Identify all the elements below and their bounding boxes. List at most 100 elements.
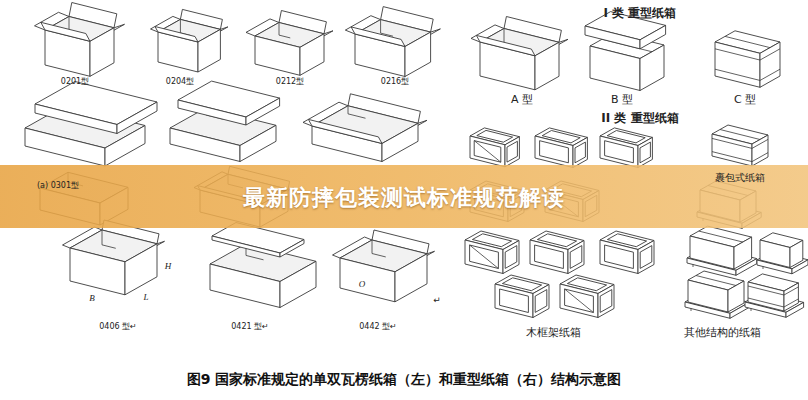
box-edge — [715, 49, 760, 60]
box-edge — [696, 276, 736, 286]
box-outline — [502, 278, 541, 291]
box-outline — [505, 137, 519, 167]
box-outline — [590, 46, 640, 91]
box-outline — [567, 278, 606, 291]
figure-label: I 类 重型纸箱 — [604, 7, 677, 21]
box-edge — [712, 152, 752, 162]
dimension-letter: L — [143, 292, 148, 302]
box-edge — [372, 254, 386, 257]
box-outline — [340, 258, 395, 302]
box-outline — [715, 42, 760, 87]
box-outline — [280, 261, 316, 307]
box-edge — [180, 19, 181, 33]
box-outline — [712, 134, 752, 166]
dimension-letter: B — [89, 293, 95, 303]
figure-label: 0406 型↵ — [99, 322, 137, 331]
box-outline — [605, 245, 634, 269]
figure-label: 0216型 — [381, 77, 409, 86]
box-outline — [474, 141, 501, 163]
dimension-letter: H — [165, 261, 172, 271]
box-outline — [607, 131, 645, 143]
box-outline — [600, 136, 638, 168]
figure-label: 0204型 — [166, 77, 194, 86]
box-outline — [598, 285, 614, 318]
box-edge — [474, 141, 501, 163]
box-edge — [720, 130, 760, 140]
box-edge — [693, 265, 694, 268]
box-outline — [500, 289, 529, 313]
box-outline — [495, 284, 533, 318]
box-edge — [748, 286, 784, 295]
box-edge — [380, 20, 381, 33]
box-outline — [537, 234, 576, 247]
box-edge — [279, 35, 290, 38]
box-outline — [198, 29, 220, 72]
box-outline — [585, 26, 640, 49]
box-edge — [715, 69, 760, 80]
box-outline — [533, 285, 549, 318]
box-edge — [751, 309, 752, 312]
box-outline — [600, 290, 612, 313]
box-edge — [348, 106, 349, 114]
box-outline — [560, 284, 598, 318]
figure-label: II 类 重型纸箱 — [601, 112, 678, 126]
box-edge — [760, 49, 780, 60]
box-outline — [752, 135, 768, 166]
box-edge — [752, 139, 768, 148]
box-outline — [170, 128, 240, 162]
figure-label: 其他结构的纸箱 — [684, 327, 761, 340]
figure-label: 0442 型↵ — [359, 322, 397, 331]
box-outline — [465, 240, 503, 274]
box-outline — [530, 240, 568, 274]
box-edge — [725, 36, 770, 47]
box-outline — [155, 27, 198, 43]
box-outline — [246, 98, 280, 125]
figure-label: 裹包式纸箱 — [715, 172, 765, 184]
box-outline — [573, 137, 587, 167]
box-edge — [102, 245, 116, 248]
box-outline — [640, 142, 650, 163]
box-outline — [607, 234, 646, 247]
dimension-letter: O — [359, 279, 366, 289]
box-outline — [760, 42, 780, 87]
box-edge — [760, 69, 780, 80]
box-outline — [178, 100, 246, 125]
box-edge — [712, 138, 752, 148]
box-outline — [790, 240, 803, 267]
box-outline — [748, 282, 784, 311]
box-outline — [308, 119, 382, 143]
box-outline — [600, 240, 638, 274]
box-outline — [470, 136, 505, 167]
box-outline — [240, 125, 276, 161]
box-outline — [125, 244, 157, 295]
box-edge — [279, 23, 280, 36]
box-outline — [728, 281, 744, 312]
box-outline — [503, 241, 519, 274]
figure-label: B 型 — [611, 94, 633, 107]
box-outline — [25, 128, 105, 166]
box-outline — [505, 246, 517, 269]
box-outline — [638, 241, 654, 274]
figure-label: A 型 — [511, 94, 533, 107]
box-outline — [70, 248, 125, 295]
title-band — [0, 165, 808, 228]
box-outline — [41, 22, 90, 41]
box-outline — [210, 264, 280, 308]
box-outline — [535, 290, 547, 313]
box-outline — [351, 27, 405, 47]
box-edge — [470, 245, 499, 269]
box-outline — [280, 240, 304, 258]
box-outline — [760, 240, 790, 268]
box-edge — [348, 114, 366, 118]
box-edge — [504, 29, 505, 44]
figure-label: ↵ — [433, 295, 441, 305]
box-outline — [690, 236, 734, 269]
figure-label: C 型 — [734, 94, 756, 107]
box-outline — [540, 141, 569, 163]
box-edge — [565, 289, 594, 313]
box-outline — [640, 246, 652, 269]
box-edge — [102, 230, 103, 245]
box-edge — [372, 240, 373, 254]
box-outline — [472, 234, 511, 247]
